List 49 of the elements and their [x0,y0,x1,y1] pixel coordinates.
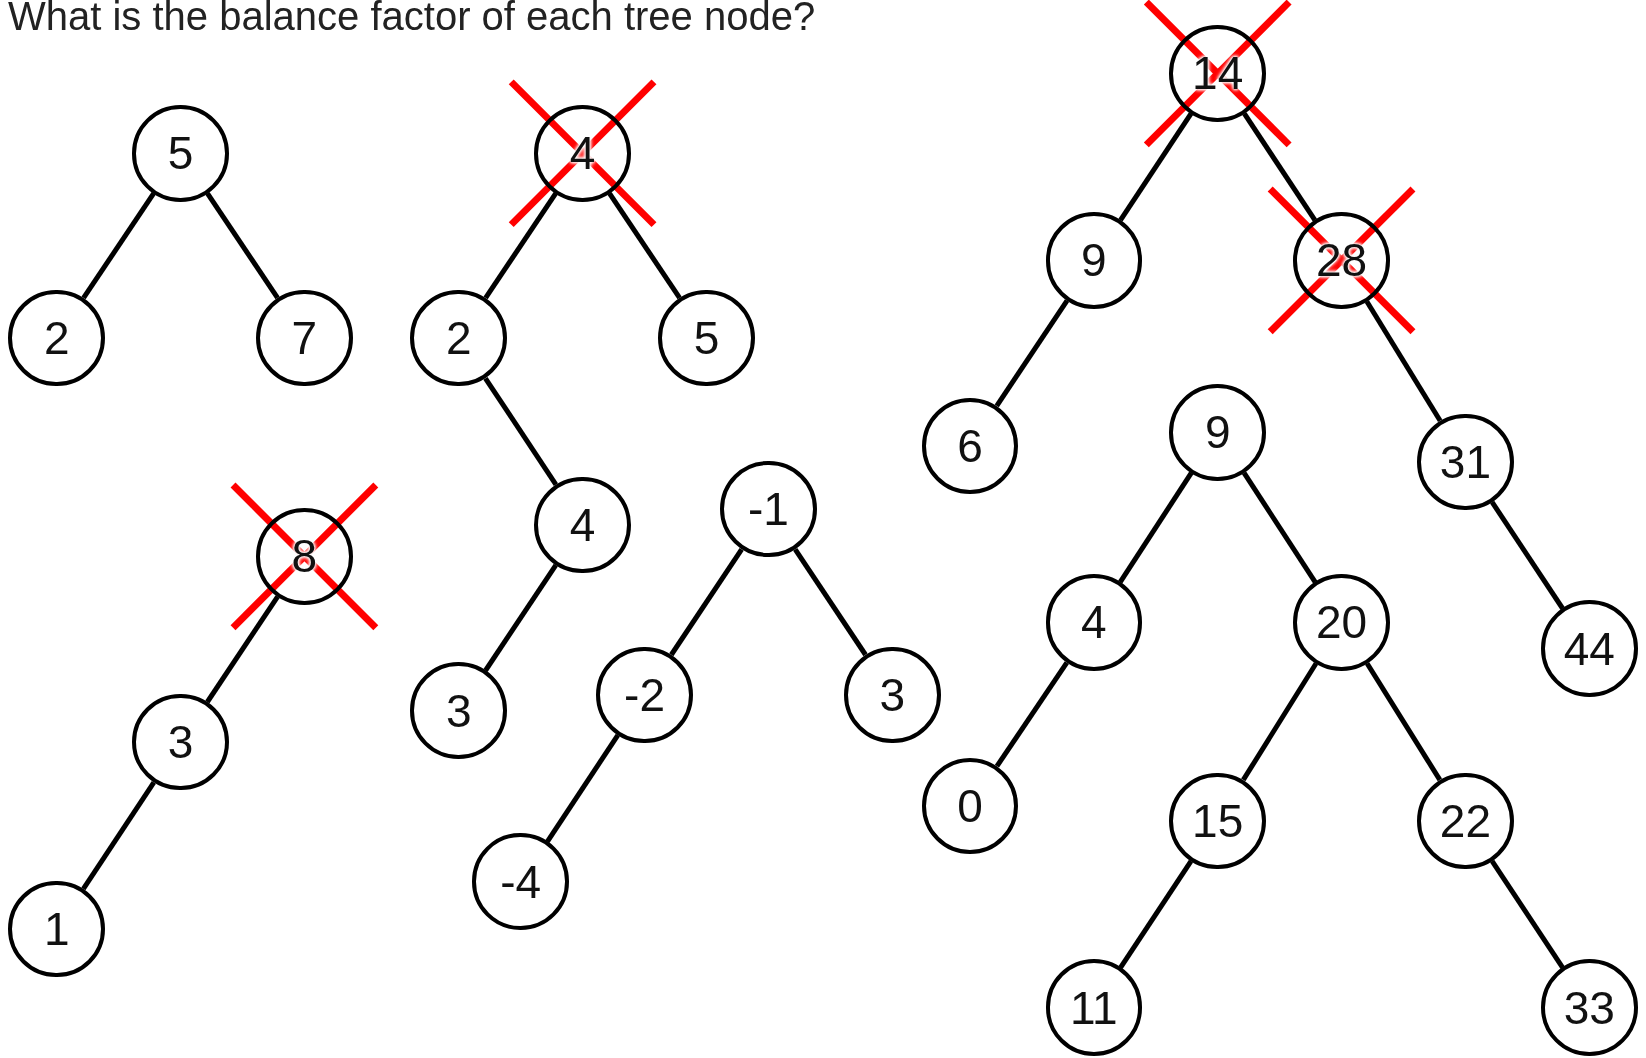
tree-edge [669,547,744,657]
tree-node: -2 [596,646,693,744]
tree-edge [205,191,280,300]
tree-edge [81,781,156,891]
tree-edge [1490,859,1565,969]
tree-node: 31 [1417,413,1514,511]
tree-node: 2 [410,289,507,387]
tree-node: 7 [256,289,353,387]
tree-edge [1242,112,1317,222]
tree-node: 44 [1541,600,1638,697]
tree-edge [1118,112,1194,222]
tree-node: 4 [534,476,631,574]
tree-edge [1118,471,1194,584]
tree-node: 6 [921,397,1019,495]
tree-node: 11 [1045,959,1143,1056]
tree-node: 0 [921,757,1019,855]
tree-edge [1118,859,1194,969]
tree-edge [1365,662,1442,782]
title: What is the balance factor of each tree node? [8,0,816,39]
tree-node: 9 [1169,384,1266,481]
tree-edge [483,376,558,486]
tree-node: 22 [1417,772,1514,870]
tree-edge [1242,471,1318,584]
tree-node: 3 [410,662,507,759]
tree-node: 4 [1045,574,1143,671]
tree-node: 3 [844,646,941,744]
tree-node: 2 [8,289,105,387]
tree-edge [483,563,558,672]
tree-edge [793,547,868,657]
tree-edge [1241,662,1319,782]
tree-node: 20 [1293,574,1390,671]
tree-edge [994,299,1070,408]
tree-edge [1490,500,1565,610]
tree-edge [81,191,156,300]
tree-node: 33 [1541,959,1638,1056]
tree-edge [1364,300,1443,423]
tree-node: 5 [132,104,229,202]
tree-node: 5 [658,289,755,387]
tree-node: -1 [720,460,817,558]
tree-edge [545,733,620,843]
tree-node: -4 [472,833,569,931]
tree-node: 1 [8,880,105,978]
tree-edge [205,595,280,704]
tree-edge [607,191,682,300]
tree-edge [483,191,558,300]
tree-node: 9 [1045,212,1143,309]
tree-node: 3 [132,693,229,791]
tree-edge [994,661,1069,768]
tree-node: 15 [1169,772,1266,870]
